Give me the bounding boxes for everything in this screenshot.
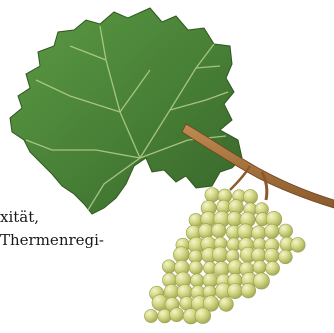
grape-berry — [265, 260, 280, 276]
grape-berry — [264, 248, 280, 264]
body-text-line-1: xität, — [0, 208, 40, 226]
grape-berry — [290, 237, 306, 253]
vine-leaf — [9, 7, 243, 215]
grape-berry — [264, 223, 280, 239]
grape-berry — [211, 246, 229, 263]
grape-berry — [242, 189, 258, 205]
grape-berry — [227, 283, 243, 299]
grape-berry — [237, 223, 254, 241]
grape-berry — [252, 260, 267, 274]
grape-berry — [194, 307, 212, 324]
grape-berry — [240, 283, 256, 299]
grape-berry — [204, 187, 220, 203]
grape-berry — [278, 223, 293, 239]
grape-berry — [163, 284, 180, 300]
grape-berry — [162, 259, 177, 274]
grape-cluster — [144, 187, 306, 325]
grape-berry — [278, 249, 293, 265]
grape-berry — [188, 260, 203, 275]
grape-berry — [198, 223, 214, 239]
grape-berry — [169, 307, 184, 323]
grape-berry — [218, 296, 234, 312]
grape-berry — [144, 309, 158, 323]
grape-berry — [252, 272, 270, 290]
body-text-line-2: Thermenregi- — [0, 231, 104, 249]
grape-berry — [190, 273, 205, 288]
grape-berry — [211, 223, 227, 239]
